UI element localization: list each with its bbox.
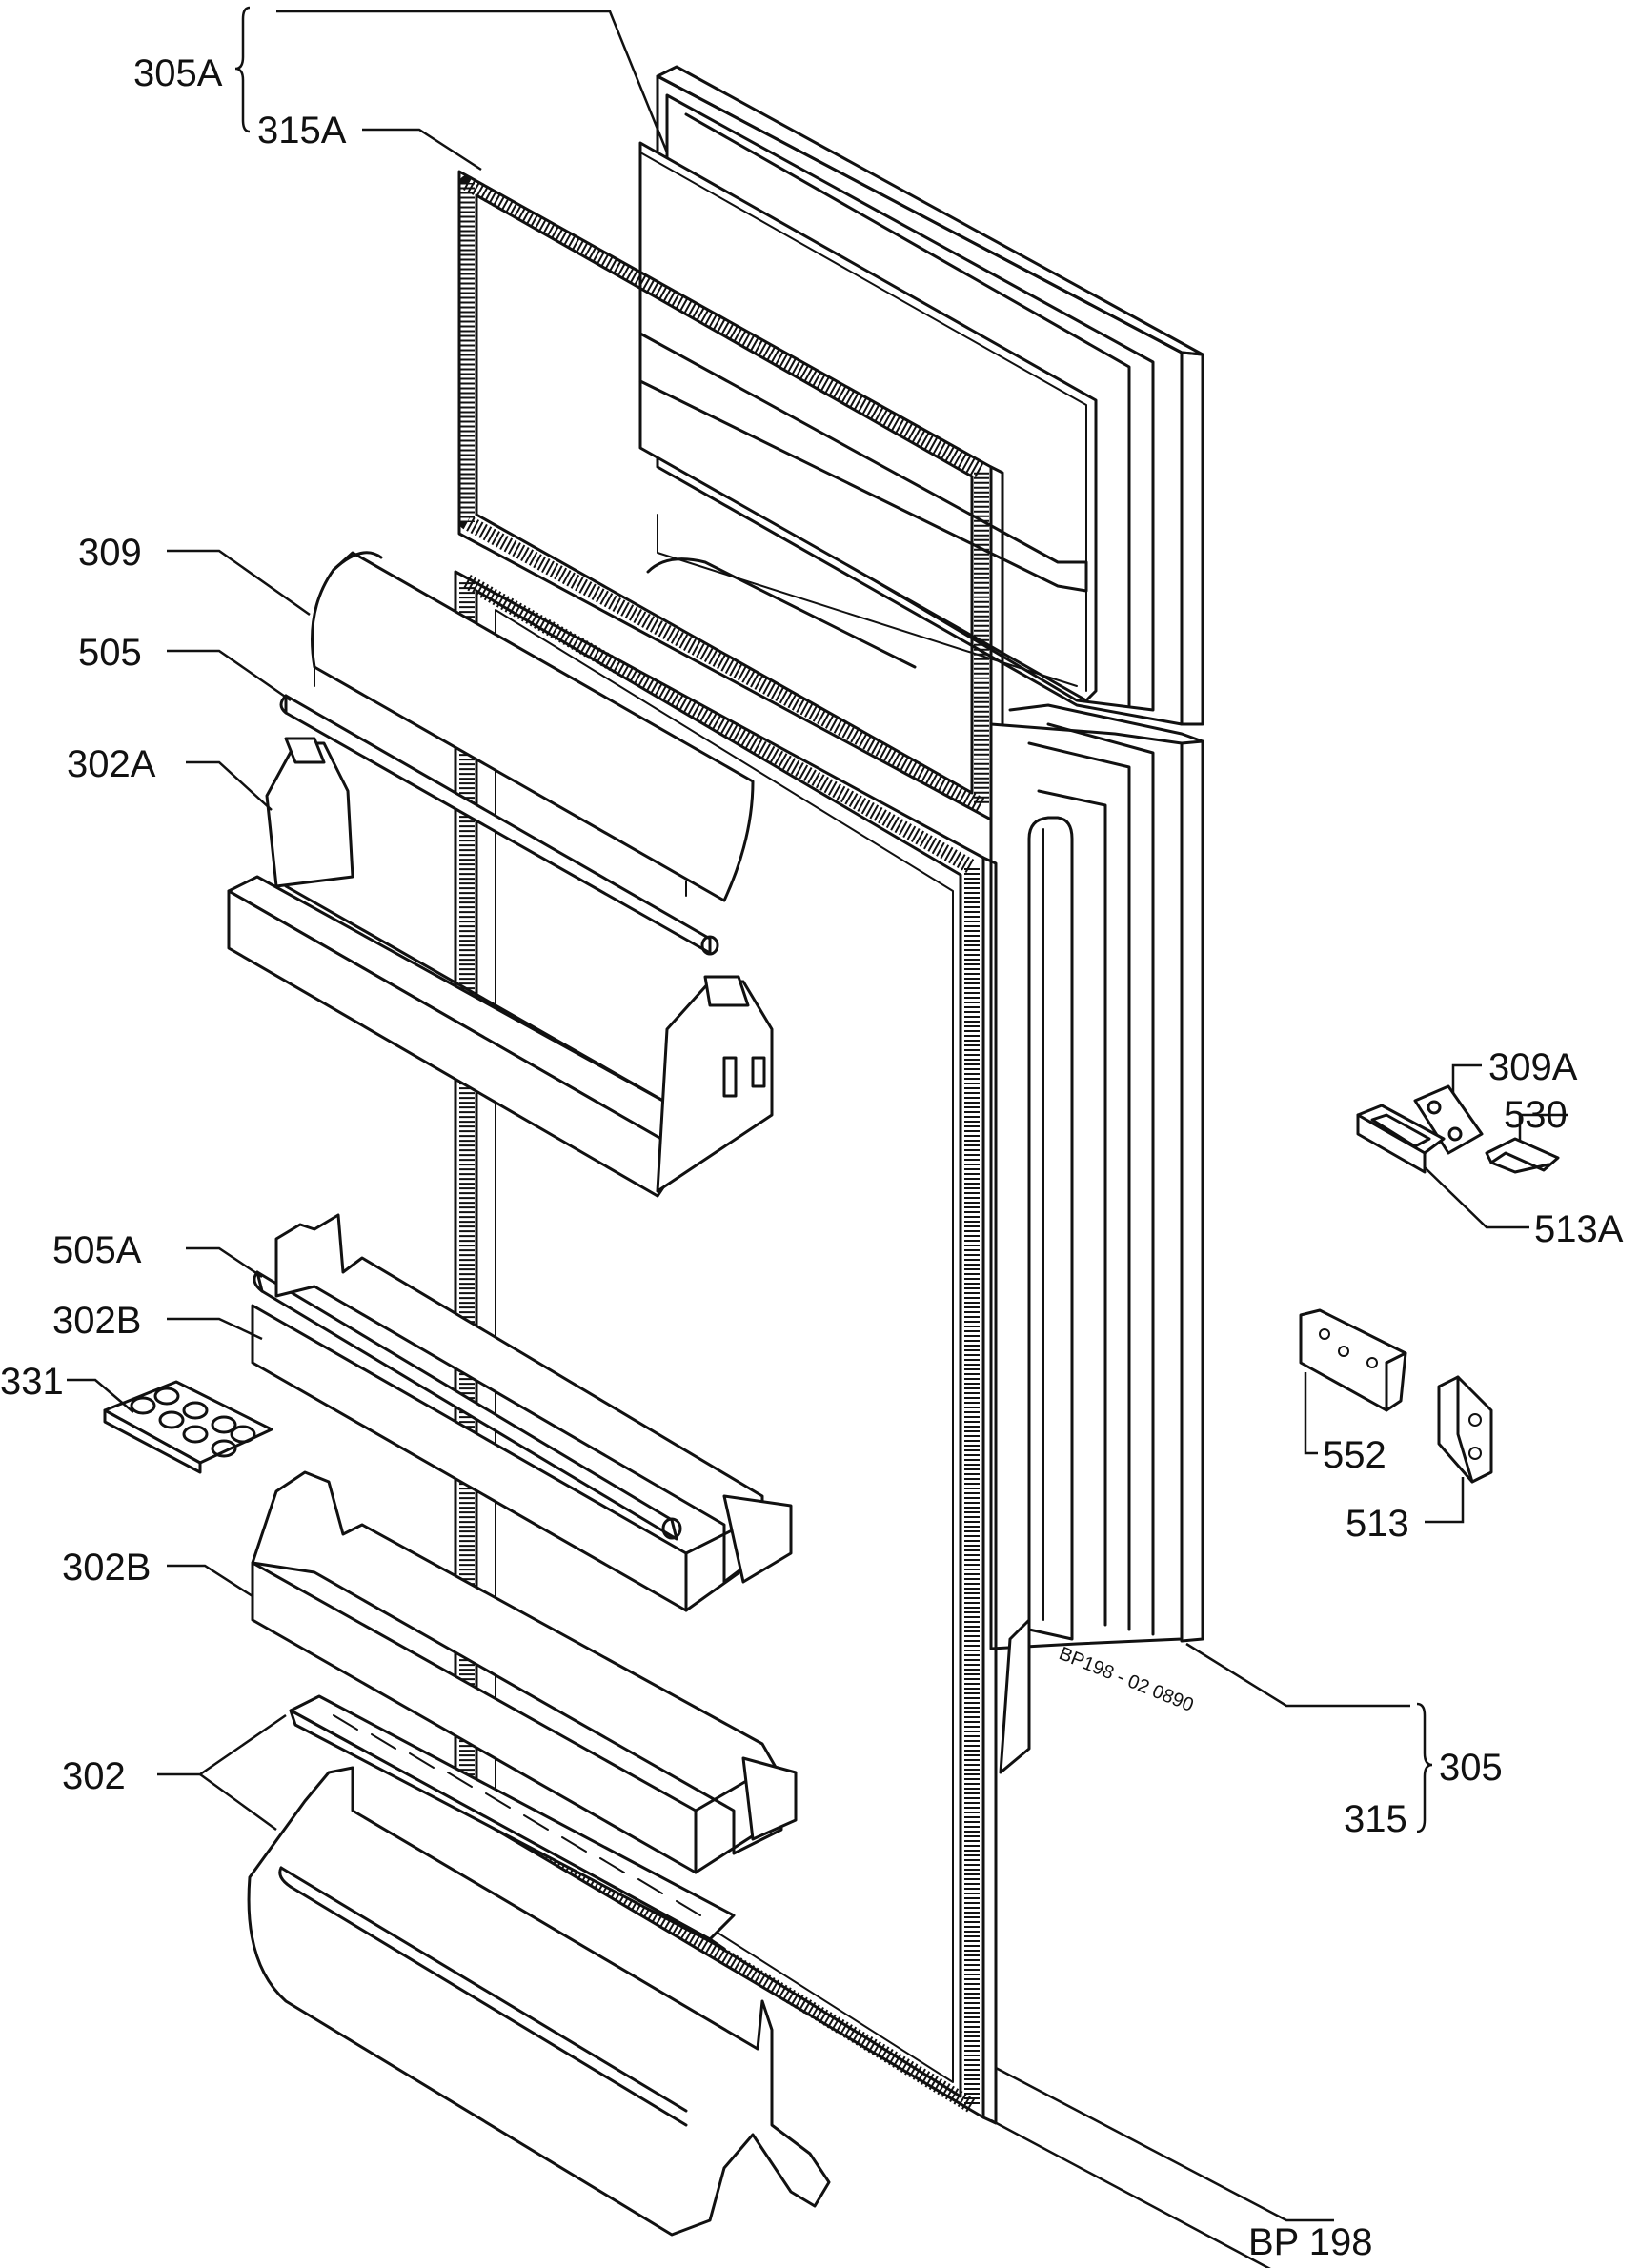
door-bin-bottom <box>247 1766 831 2237</box>
label-309A: 309A <box>1488 1046 1578 1088</box>
figure-code: BP 198 <box>1248 2221 1373 2263</box>
label-315: 315 <box>1344 1798 1407 1840</box>
egg-tray <box>103 1380 273 1474</box>
hinge-clip <box>1485 1137 1560 1174</box>
dairy-flap-cover <box>311 551 755 902</box>
door-shelf-lower <box>251 1470 798 1874</box>
label-530: 530 <box>1504 1094 1568 1136</box>
label-305: 305 <box>1439 1747 1503 1789</box>
label-309: 309 <box>78 532 142 574</box>
label-302B-upper: 302B <box>52 1300 141 1342</box>
hinge-bracket-frame <box>1356 1104 1446 1174</box>
label-513: 513 <box>1346 1503 1409 1545</box>
diagram-stamp: BP198 - 02 0890 <box>1056 1643 1196 1716</box>
label-505A: 505A <box>52 1229 142 1271</box>
freezer-door-panel <box>638 65 1204 726</box>
label-302: 302 <box>62 1755 126 1797</box>
label-513A: 513A <box>1534 1208 1624 1250</box>
label-302A: 302A <box>67 743 156 785</box>
hinge-plate <box>1299 1308 1407 1412</box>
door-shelf-middle <box>251 1213 793 1612</box>
label-505: 505 <box>78 632 142 674</box>
label-331: 331 <box>0 1361 64 1403</box>
label-552: 552 <box>1323 1434 1386 1476</box>
label-302B-lower: 302B <box>62 1547 151 1589</box>
bottle-rack <box>289 1694 736 1951</box>
fridge-door-panel <box>989 703 1204 1774</box>
door-shelf-upper <box>227 737 774 1198</box>
leader-lines <box>67 6 1568 2268</box>
bottle-rail-lower <box>253 1270 682 1541</box>
hinge-bracket <box>1437 1375 1493 1484</box>
label-315A: 315A <box>257 110 347 152</box>
label-305A: 305A <box>133 52 223 94</box>
